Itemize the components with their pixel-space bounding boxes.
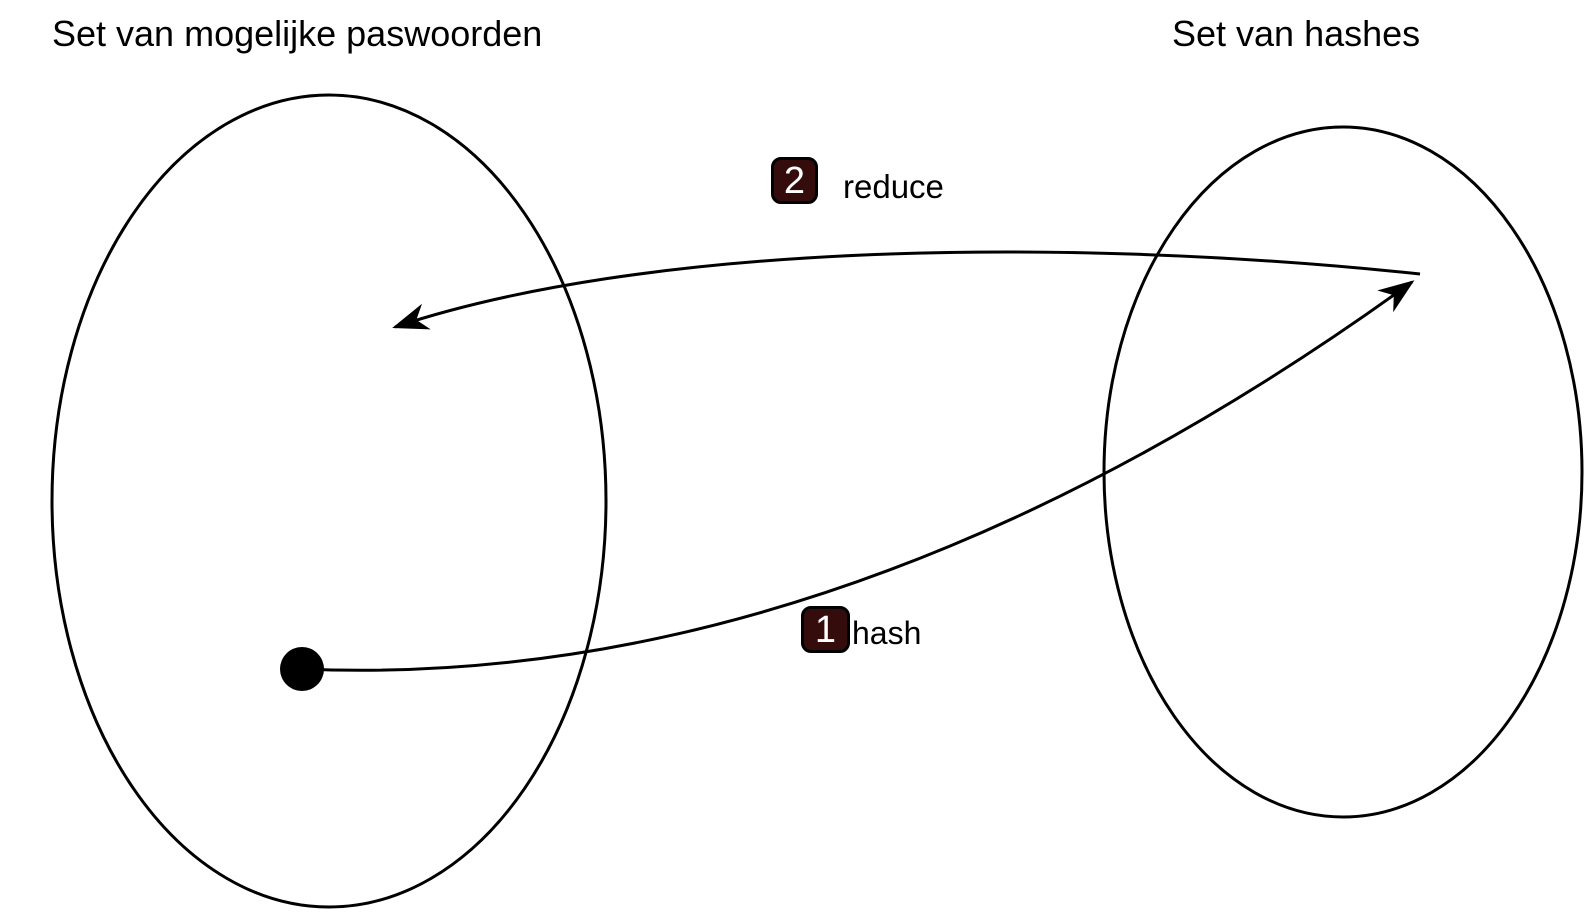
hash-arrow-label: hash (852, 615, 922, 651)
reduce-arrow (392, 250, 1421, 330)
right-set-title: Set van hashes (1172, 13, 1421, 54)
left-set-ellipse (50, 93, 608, 909)
right-set-ellipse (1102, 125, 1584, 819)
step-2-badge: 2 (771, 157, 818, 204)
reduce-arrow-label: reduce (843, 168, 944, 205)
hash-arrow (301, 280, 1415, 672)
left-set-title: Set van mogelijke paswoorden (52, 13, 543, 54)
step-1-badge: 1 (801, 606, 850, 653)
